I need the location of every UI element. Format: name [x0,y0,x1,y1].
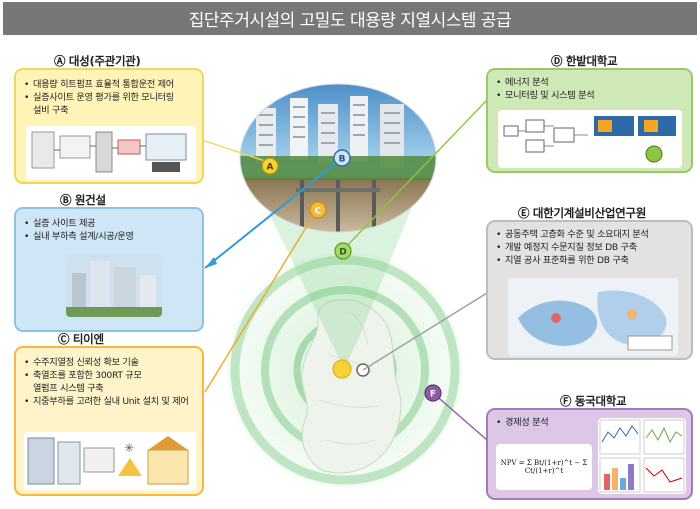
panel-b: 실증 사이트 제공 실내 부하측 설계/시공/운영 [14,207,204,332]
panel-f-item: 경제성 분석 [496,416,596,429]
badge-d: D [334,242,352,260]
svg-text:D: D [339,248,346,258]
panel-d: 에너지 분석 모니터링 및 시스템 분석 [486,68,693,173]
panel-b-item: 실증 사이트 제공 [24,217,199,230]
npv-formula: NPV = Σ Bt/(1+r)^t − Σ Ct/(1+r)^t [496,444,592,490]
panel-e-item: 공동주택 고층화 수준 및 소요대지 분석 [496,228,690,241]
panel-f-heading: Ⓕ 동국대학교 [560,394,627,408]
badge-f: F [424,384,442,402]
hydrogeology-map-image [508,278,678,356]
svg-text:B: B [339,155,346,165]
panel-c-item: 지중부하를 고려한 실내 Unit 설치 및 제어 [24,395,202,408]
system-analysis-diagram [498,110,682,168]
panel-c-heading: Ⓒ 티이엔 [58,332,104,346]
svg-text:C: C [315,207,322,217]
svg-text:F: F [430,390,436,400]
panel-e-heading: Ⓔ 대한기계설비산업연구원 [518,206,646,220]
panel-d-item: 에너지 분석 [496,76,686,89]
badge-b: B [333,149,351,167]
panel-e: 공동주택 고층화 수준 및 소요대지 분석 개발 예정지 수문지질 정보 DB … [486,220,693,360]
svg-text:✳: ✳ [124,441,134,455]
page-title: 집단주거시설의 고밀도 대용량 지열시스템 공급 [3,2,697,35]
panel-a: 대용량 히트펌프 효율적 통합운전 제어 실증사이트 운영 평가를 위한 모니터… [14,68,204,184]
building-photo [66,253,162,317]
panel-b-item: 실내 부하측 설계/시공/운영 [24,230,199,243]
panel-e-item: 개발 예정지 수문지질 정보 DB 구축 [496,241,690,254]
panel-b-heading: Ⓑ 원건설 [60,193,106,207]
economic-analysis-charts [598,418,686,494]
panel-e-item: 지열 공사 표준화를 위한 DB 구축 [496,254,690,267]
panel-d-item: 모니터링 및 시스템 분석 [496,89,686,102]
badge-a: A [261,157,279,175]
badge-c: C [309,201,327,219]
panel-f: 경제성 분석 NPV = Σ Bt/(1+r)^t − Σ Ct/(1+r)^t [486,408,693,500]
svg-text:A: A [267,163,274,173]
panel-a-item: 대용량 히트펌프 효율적 통합운전 제어 [24,78,199,91]
panel-d-heading: Ⓓ 한밭대학교 [551,54,618,68]
npv-formula-text: NPV = Σ Bt/(1+r)^t − Σ Ct/(1+r)^t [500,459,588,475]
panel-a-heading: Ⓐ 대성(주관기관) [54,54,141,68]
monitoring-equipment-image [26,126,196,180]
panel-c-item: 수주지열정 신뢰성 확보 기술 [24,356,202,369]
heat-pump-equipment-image: ✳ [24,432,196,490]
